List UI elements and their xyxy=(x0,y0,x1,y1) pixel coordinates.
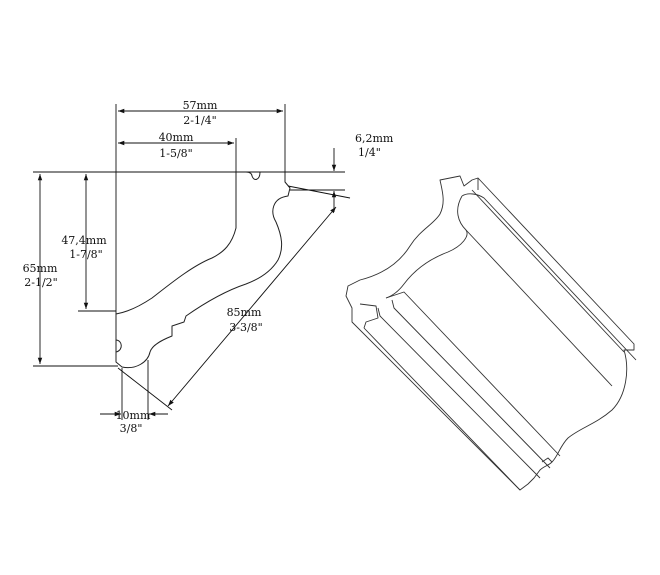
dim-474-imperial: 1-7/8" xyxy=(69,248,102,261)
dim-65-metric: 65mm xyxy=(23,262,58,275)
dim-85-imperial: 3-3/8" xyxy=(229,321,262,334)
iso-cove-valley xyxy=(465,229,613,387)
iso-step-2 xyxy=(391,299,551,469)
dim-474-metric: 47,4mm xyxy=(61,234,107,247)
iso-end-notch xyxy=(541,457,553,463)
profile-base-notch xyxy=(115,339,122,353)
dim-62-imperial: 1/4" xyxy=(358,146,381,159)
molding-isometric-view xyxy=(345,175,637,491)
iso-step-1 xyxy=(385,291,561,457)
dimension-6-2mm: 6,2mm 1/4" xyxy=(285,132,394,212)
dim-85-metric: 85mm xyxy=(227,306,262,319)
molding-profile xyxy=(115,171,291,369)
dimension-47-4mm: 47,4mm 1-7/8" xyxy=(61,171,285,312)
profile-outline xyxy=(115,171,291,369)
dimension-65mm: 65mm 2-1/2" xyxy=(23,171,118,367)
dim-62-metric: 6,2mm xyxy=(355,132,394,145)
dim-57-imperial: 2-1/4" xyxy=(183,114,216,127)
iso-outline xyxy=(345,175,635,491)
iso-cove-end xyxy=(385,195,468,299)
dimension-57mm: 57mm 2-1/4" xyxy=(115,99,286,314)
dimension-85mm: 85mm 3-3/8" xyxy=(117,185,351,411)
dim-65-imperial: 2-1/2" xyxy=(24,276,57,289)
dimension-10mm: 10mm 3/8" xyxy=(100,360,168,435)
dim-10-metric: 10mm xyxy=(116,409,151,422)
dim-57-metric: 57mm xyxy=(183,99,218,112)
iso-step-4 xyxy=(359,303,379,329)
iso-cove-ridge xyxy=(461,193,637,361)
dim-40-metric: 40mm xyxy=(159,131,194,144)
dim-40-imperial: 1-5/8" xyxy=(159,147,192,160)
iso-step-3 xyxy=(377,307,541,479)
dimension-40mm: 40mm 1-5/8" xyxy=(118,131,237,172)
dim-10-imperial: 3/8" xyxy=(120,422,143,435)
iso-bottom-edge xyxy=(363,327,521,491)
iso-top-lip xyxy=(471,189,625,353)
